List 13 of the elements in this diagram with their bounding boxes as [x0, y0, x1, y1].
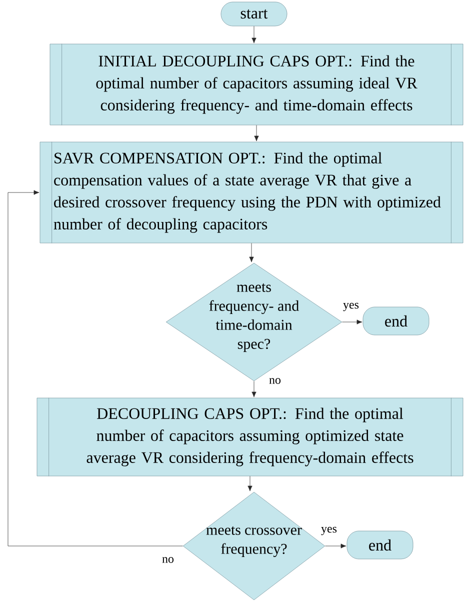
edge-label: yes	[342, 302, 360, 312]
arrow	[342, 320, 362, 324]
arrow	[8, 190, 183, 546]
arrow	[325, 544, 346, 548]
arrow	[252, 381, 256, 398]
arrow	[254, 125, 259, 142]
arrow	[249, 243, 254, 262]
arrow	[252, 26, 256, 44]
edge-label: no	[161, 556, 175, 564]
arrow	[248, 476, 252, 492]
process-box: DECOUPLING CAPS OPT.: Find the optimal number of capacitors assuming optimized state average VR considering frequency-domain effects	[36, 398, 464, 476]
process-box: SAVR COMPENSATION OPT.: Find the optimal compensation values of a state average VR that give a desired crossover frequency using the PDN with optimized number of decoupling capacitors	[40, 142, 464, 244]
process-box: INITIAL DECOUPLING CAPS OPT.: Find the optimal number of capacitors assuming ideal VR considering frequency- and time-domain effects	[50, 44, 464, 126]
